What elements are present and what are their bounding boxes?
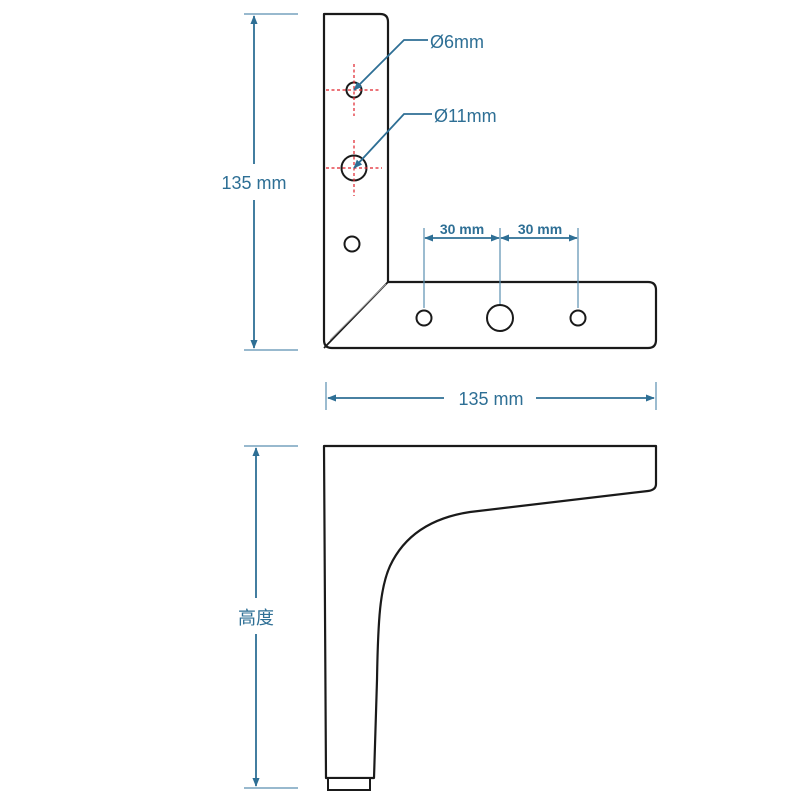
hole-center (486, 304, 514, 332)
callout-leader-11mm (353, 113, 432, 169)
leg-foot-pad (327, 777, 371, 791)
side-view: 高度 (238, 444, 658, 791)
dim-spacing-right: 30 mm (518, 221, 562, 237)
hole-left (415, 309, 433, 327)
dim-spacing-left: 30 mm (440, 221, 484, 237)
dim-width: 135 mm (458, 389, 523, 409)
dim-leg-height: 高度 (238, 608, 274, 628)
bend-shading-line (329, 283, 387, 341)
leg-profile-outline (322, 444, 658, 780)
top-view: Ø6mm Ø11mm 30 mm 30 mm 135 mm 135 mm (221, 12, 658, 410)
hole-right (569, 309, 587, 327)
dim-height: 135 mm (221, 173, 286, 193)
callout-6mm: Ø6mm (430, 32, 484, 52)
hole-lower (343, 235, 361, 253)
callout-11mm: Ø11mm (434, 106, 497, 126)
callout-leader-6mm (353, 39, 428, 91)
